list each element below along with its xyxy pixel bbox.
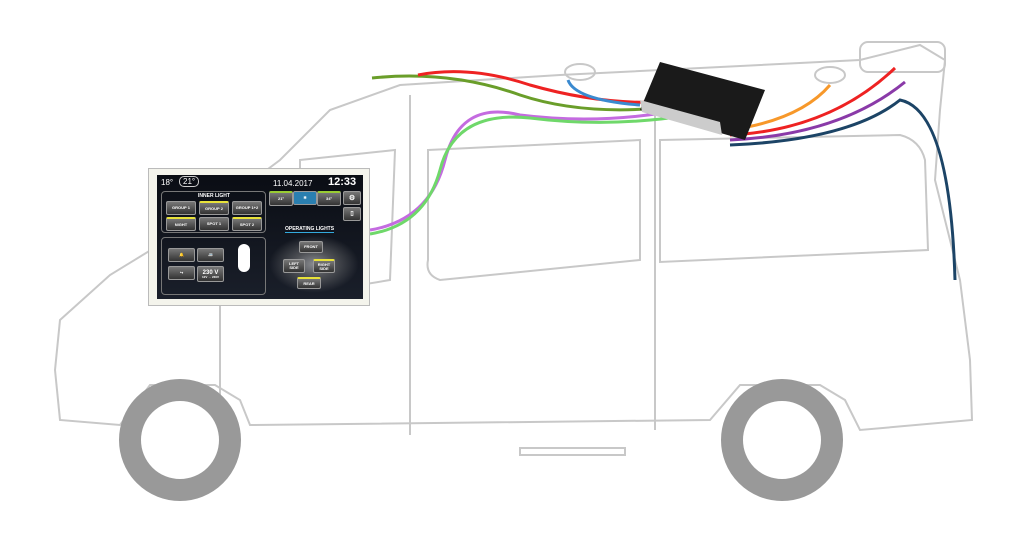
battery-button[interactable]: ▯ bbox=[343, 207, 361, 221]
bell-button[interactable]: 🔔 bbox=[168, 248, 195, 262]
night-button[interactable]: NIGHT bbox=[166, 217, 196, 231]
rear-light-button[interactable]: REAR bbox=[297, 277, 321, 289]
wheels bbox=[119, 379, 843, 501]
climate-2[interactable]: ❄ bbox=[293, 191, 317, 205]
voltage-value: 230 V bbox=[202, 269, 219, 276]
date: 11.04.2017 bbox=[273, 179, 313, 188]
climate-1[interactable]: 21° bbox=[269, 191, 293, 206]
control-panel: 18° 21° 11.04.2017 12:33 INNER LIGHT GRO… bbox=[148, 168, 370, 306]
outside-temp: 18° bbox=[161, 178, 174, 187]
inside-temp: 21° bbox=[179, 176, 200, 187]
front-light-button[interactable]: FRONT bbox=[299, 241, 323, 253]
spot-2-button[interactable]: SPOT 2 bbox=[232, 217, 262, 231]
vehicle-button[interactable]: 🚐 bbox=[197, 248, 224, 262]
climate-3[interactable]: 34° bbox=[317, 191, 341, 206]
settings-button[interactable]: ⚙ bbox=[343, 191, 361, 205]
group-1-button[interactable]: GROUP 1 bbox=[166, 201, 196, 215]
step-button[interactable]: ↪ bbox=[168, 266, 195, 280]
touch-screen: 18° 21° 11.04.2017 12:33 INNER LIGHT GRO… bbox=[157, 175, 363, 299]
group-1-2-button[interactable]: GROUP 1+2 bbox=[232, 201, 262, 215]
group-2-button[interactable]: GROUP 2 bbox=[199, 201, 229, 215]
left-side-light-button[interactable]: LEFT SIDE bbox=[283, 259, 305, 273]
right-side-light-button[interactable]: RIGHT SIDE bbox=[313, 259, 335, 273]
spot-1-button[interactable]: SPOT 1 bbox=[199, 217, 229, 231]
voltage-sub: 12V → 230V bbox=[201, 274, 219, 279]
control-unit-box bbox=[640, 62, 765, 140]
vehicle-top-icon bbox=[238, 244, 250, 272]
operating-lights-title: OPERATING LIGHTS bbox=[285, 226, 335, 233]
inner-light-title: INNER LIGHT bbox=[198, 193, 230, 199]
clock: 12:33 bbox=[328, 176, 357, 188]
